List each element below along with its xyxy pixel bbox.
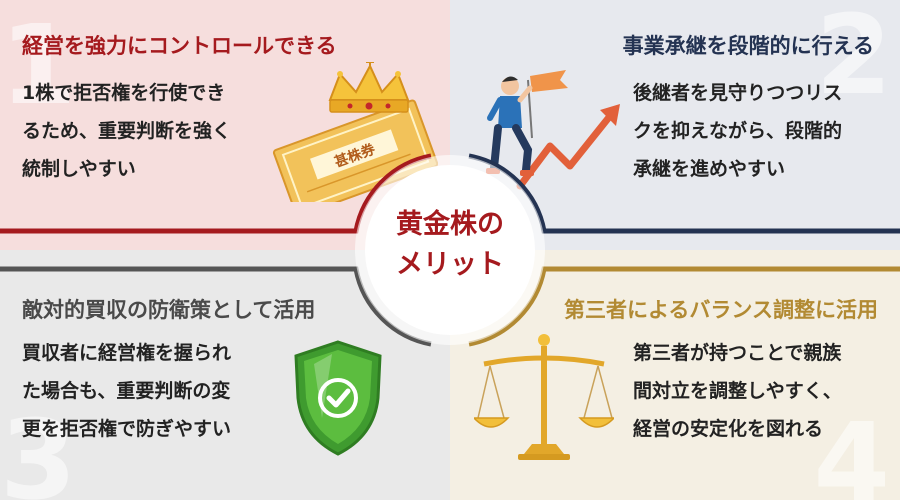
quadrant-description: 買収者に経営権を握られ た場合も、重要判断の変 更を拒否権で防ぎやすい <box>22 334 231 448</box>
description-line: 後継者を見守りつつリス <box>633 82 843 104</box>
description-line: た場合も、重要判断の変 <box>22 380 231 402</box>
quadrant-takeover-defense: 3 敵対的買収の防衛策として活用 買収者に経営権を握られ た場合も、重要判断の変… <box>0 250 450 500</box>
quadrant-balance: 4 第三者によるバランス調整に活用 第三者が持つことで親族 間対立を調整しやすく… <box>450 250 900 500</box>
description-line: るため、重要判断を強く <box>22 120 232 142</box>
quadrant-title: 敵対的買収の防衛策として活用 <box>22 298 316 322</box>
quadrant-number: 2 <box>815 0 892 119</box>
quadrant-number: 3 <box>0 396 77 500</box>
person-climbing-with-flag-icon <box>486 70 620 190</box>
quadrant-title: 事業承継を段階的に行える <box>622 34 874 58</box>
shield-check-icon <box>294 340 382 456</box>
quadrant-succession: 2 事業承継を段階的に行える 後継者を見守りつつリス クを抑えながら、段階的 承… <box>450 0 900 250</box>
description-line: 承継を進めやすい <box>633 158 786 180</box>
crown-and-stock-certificate-icon: 甚株券 <box>272 62 438 202</box>
quadrant-title: 第三者によるバランス調整に活用 <box>564 298 878 322</box>
quadrant-description: 第三者が持つことで親族 間対立を調整しやすく、 経営の安定化を図れる <box>633 334 842 448</box>
description-line: 更を拒否権で防ぎやすい <box>22 418 232 440</box>
center-circle <box>365 165 535 335</box>
description-line: 統制しやすい <box>22 158 136 180</box>
center-title-line: メリット <box>396 249 504 280</box>
description-line: 第三者が持つことで親族 <box>633 342 842 364</box>
balance-scale-icon <box>474 334 614 460</box>
quadrant-description: 後継者を見守りつつリス クを抑えながら、段階的 承継を進めやすい <box>633 74 842 188</box>
description-line: 間対立を調整しやすく、 <box>633 380 842 402</box>
center-title-line: 黄金株の <box>396 209 504 240</box>
quadrant-number: 4 <box>813 399 890 500</box>
description-line: 経営の安定化を図れる <box>633 418 824 440</box>
description-line: 1株で拒否権を行使でき <box>22 82 226 104</box>
quadrant-description: 1株で拒否権を行使でき るため、重要判断を強く 統制しやすい <box>22 74 231 188</box>
center-title: 黄金株の メリット <box>365 205 535 285</box>
quadrant-title: 経営を強力にコントロールできる <box>22 34 337 58</box>
description-line: クを抑えながら、段階的 <box>633 120 843 142</box>
quadrant-control: 1 経営を強力にコントロールできる 1株で拒否権を行使でき るため、重要判断を強… <box>0 0 450 250</box>
description-line: 買収者に経営権を握られ <box>22 342 232 364</box>
quadrant-number: 1 <box>0 1 77 129</box>
